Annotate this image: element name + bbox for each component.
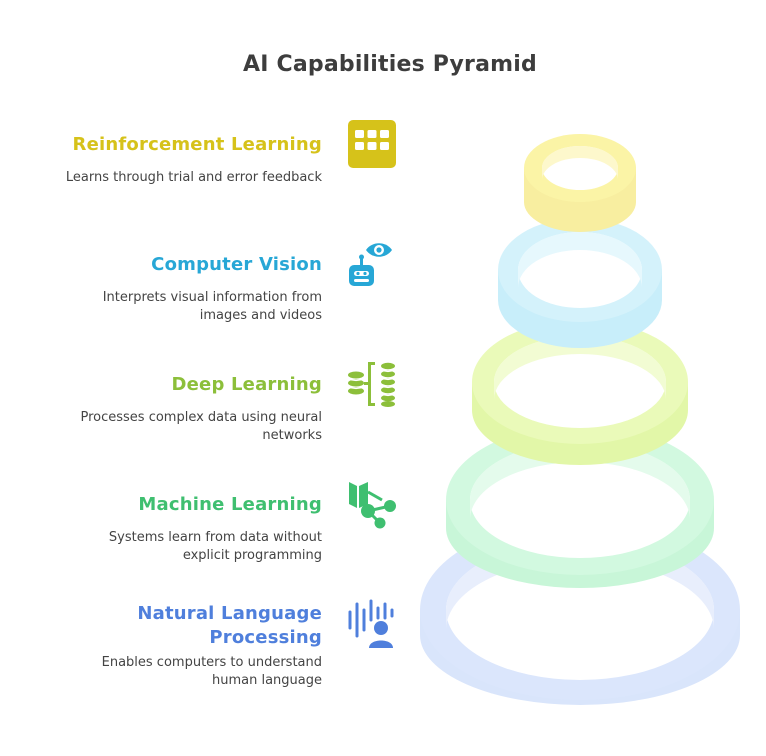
item-description: Systems learn from data without explicit…	[2, 529, 322, 565]
ring-fourth	[446, 425, 714, 588]
robot-eye-icon	[349, 243, 392, 286]
description-line: Enables computers to understand	[101, 655, 322, 670]
title-line: Processing	[209, 627, 322, 648]
item-description: Processes complex data using neural netw…	[2, 409, 322, 445]
description-line: Processes complex data using neural	[80, 410, 322, 425]
item-description: Learns through trial and error feedback	[2, 169, 322, 187]
item-deep-learning: Deep Learning Processes complex data usi…	[2, 373, 322, 445]
description-line: Systems learn from data without	[108, 530, 322, 545]
item-title: Computer Vision	[151, 254, 322, 275]
description-line: images and videos	[199, 308, 322, 323]
item-computer-vision: Computer Vision Interprets visual inform…	[2, 253, 322, 325]
item-title: Reinforcement Learning	[72, 134, 322, 155]
share-network-icon	[349, 482, 396, 529]
ring-third	[472, 320, 688, 465]
voice-person-icon	[348, 599, 394, 648]
description-line: human language	[211, 673, 322, 688]
ring-top	[524, 134, 636, 232]
diagram-title: AI Capabilities Pyramid	[243, 52, 537, 77]
item-title: Deep Learning	[171, 374, 322, 395]
title-line: Natural Language	[137, 603, 322, 624]
description-line: Interprets visual information from	[102, 290, 322, 305]
description-line: explicit programming	[182, 548, 322, 563]
grid-icon	[348, 120, 396, 168]
ring-second	[498, 218, 662, 348]
ring-pyramid	[420, 134, 740, 705]
item-title: Machine Learning	[138, 494, 322, 515]
item-machine-learning: Machine Learning Systems learn from data…	[2, 493, 322, 565]
item-description: Interprets visual information from image…	[2, 289, 322, 325]
item-title: Natural Language Processing	[2, 602, 322, 650]
description-line: Learns through trial and error feedback	[65, 170, 322, 185]
description-line: networks	[262, 428, 322, 443]
item-natural-language-processing: Natural Language Processing Enables comp…	[2, 602, 322, 690]
item-reinforcement-learning: Reinforcement Learning Learns through tr…	[2, 133, 322, 187]
database-stack-icon	[347, 362, 396, 407]
item-description: Enables computers to understand human la…	[2, 654, 322, 690]
